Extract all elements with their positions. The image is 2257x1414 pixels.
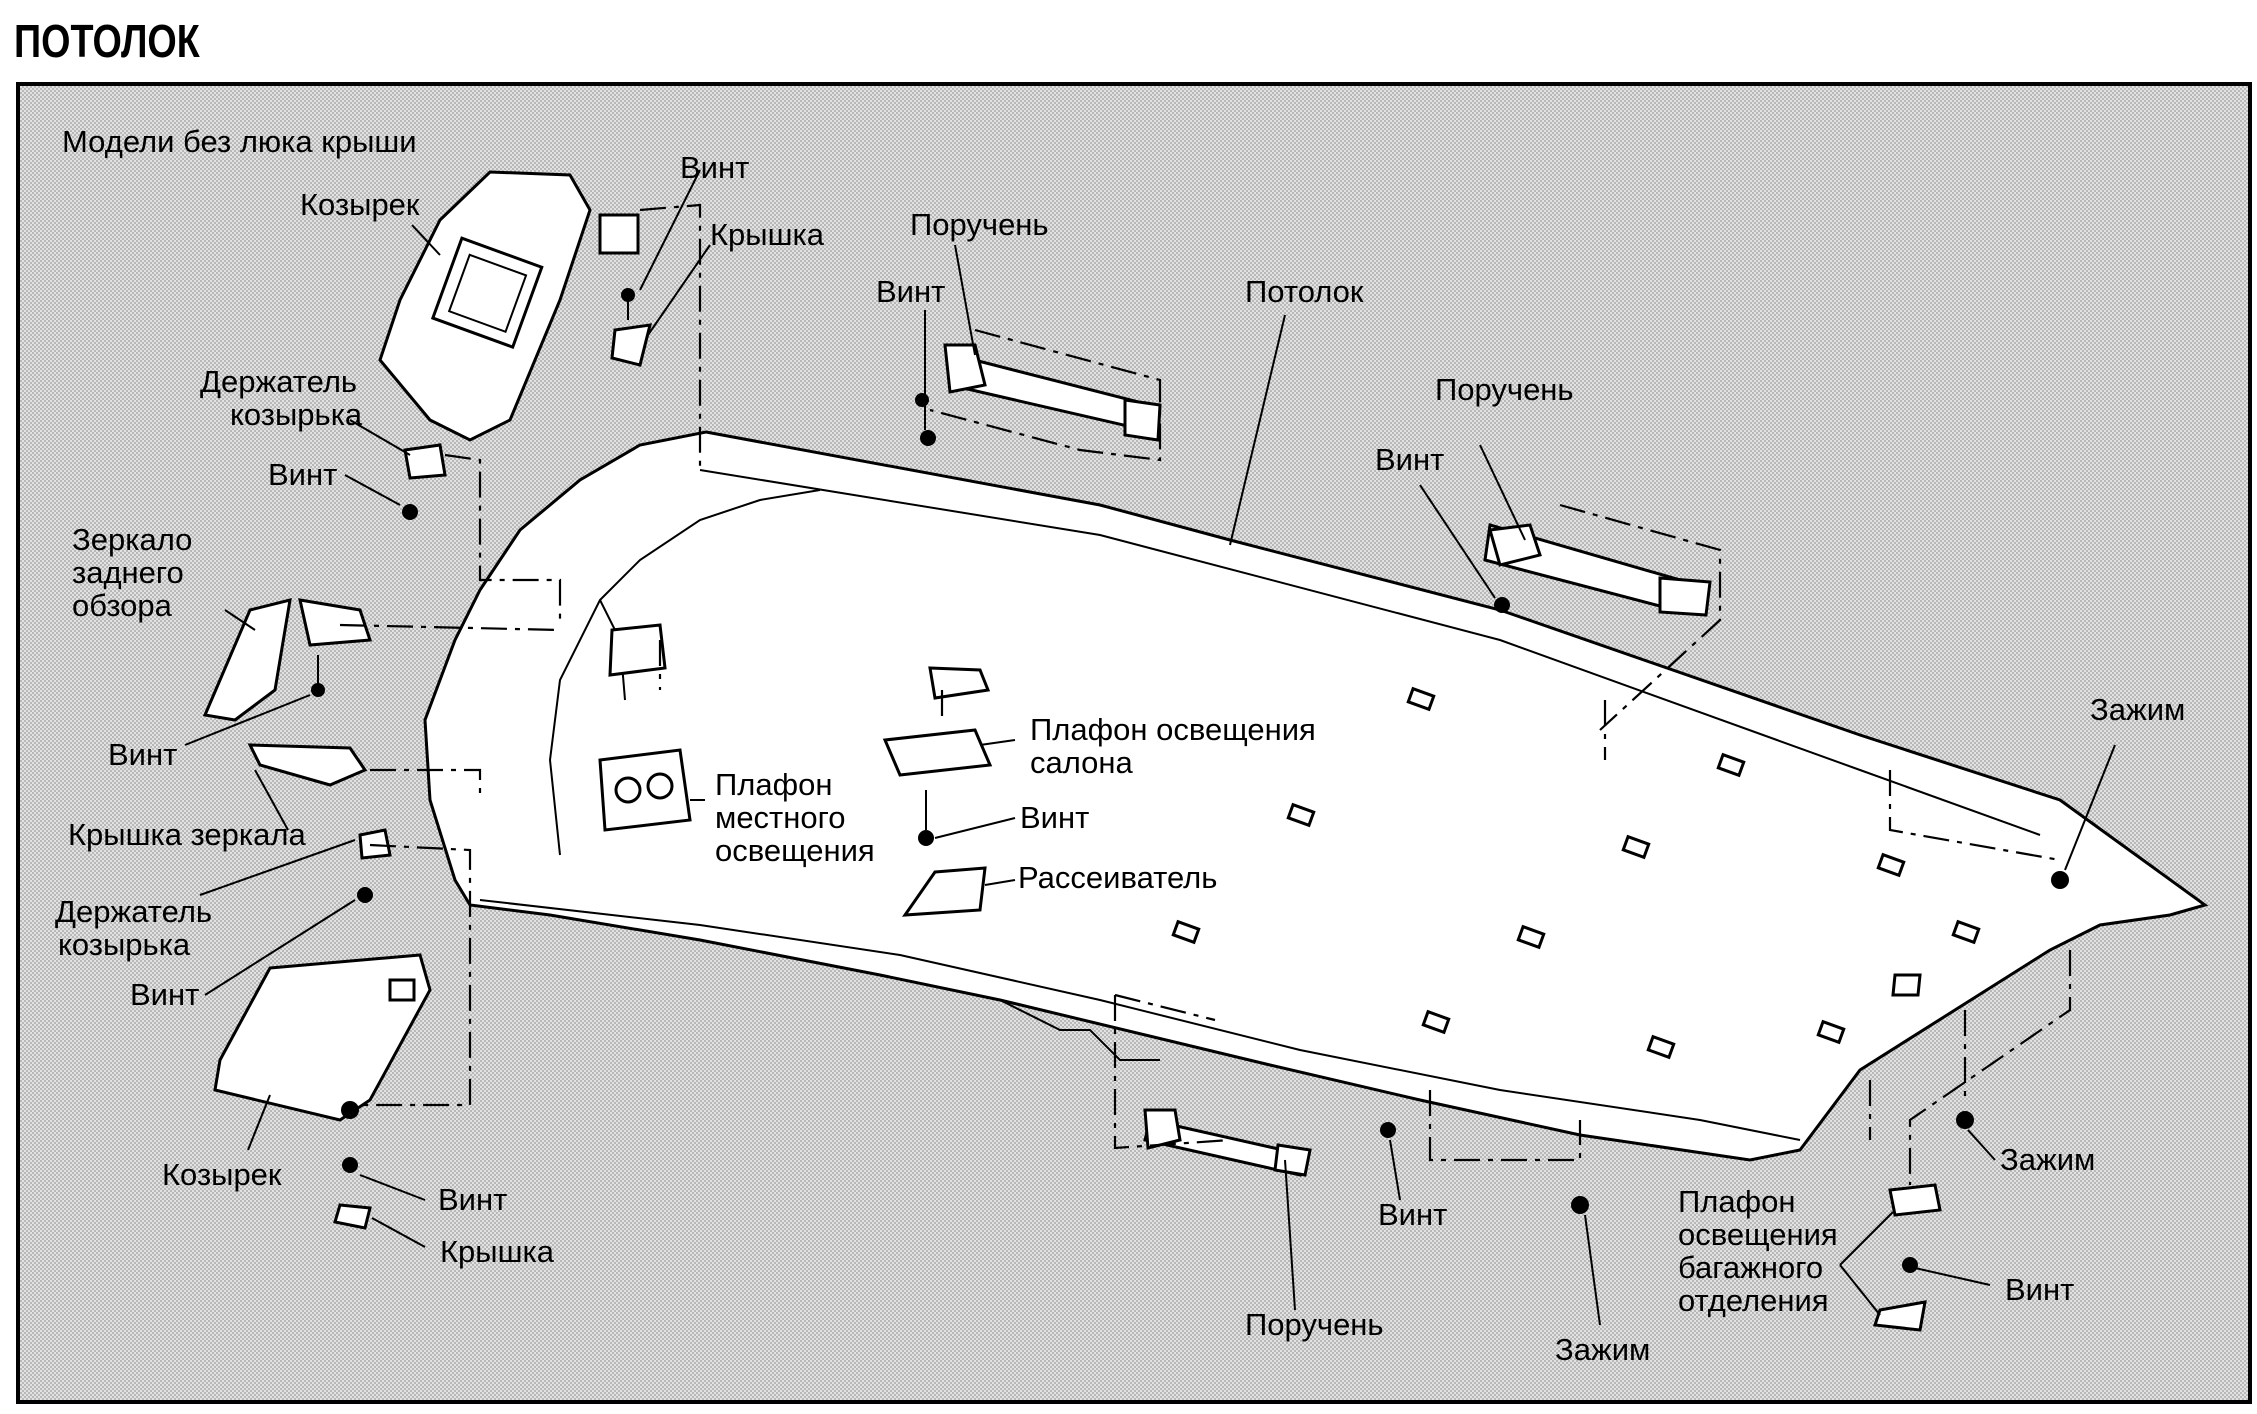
label-diffuser: Рассеиватель bbox=[1018, 860, 1217, 895]
label-screw-top: Винт bbox=[680, 150, 749, 185]
label-sun-visor-top: Козырек bbox=[300, 187, 420, 222]
label-screw-grip-rear: Винт bbox=[1375, 442, 1444, 477]
page-title: ПОТОЛОК bbox=[14, 15, 200, 67]
label-cover-bottom: Крышка bbox=[440, 1234, 555, 1269]
label-map-light-1: Плафон bbox=[715, 767, 832, 802]
label-screw-luggage: Винт bbox=[2005, 1272, 2074, 1307]
map-light bbox=[598, 623, 692, 832]
label-screw-grip-front: Винт bbox=[876, 274, 945, 309]
diagram-labels: Модели без люка крыши Козырек Винт Крышк… bbox=[55, 124, 2185, 1367]
label-headliner: Потолок bbox=[1245, 274, 1364, 309]
label-mirror-3: обзора bbox=[72, 588, 173, 623]
label-grip-rear: Поручень bbox=[1435, 372, 1574, 407]
label-mirror-2: заднего bbox=[72, 555, 184, 590]
label-visor-holder-top-2: козырька bbox=[230, 397, 363, 432]
visor-holder-top bbox=[402, 443, 447, 520]
label-screw-bottom-left: Винт bbox=[130, 977, 199, 1012]
label-screw-bottom: Винт bbox=[438, 1182, 507, 1217]
label-sun-visor-bottom: Козырек bbox=[162, 1157, 282, 1192]
label-grip-bottom: Поручень bbox=[1245, 1307, 1384, 1342]
label-mirror-cover: Крышка зеркала bbox=[68, 817, 306, 852]
assembly-lines bbox=[339, 203, 2072, 1185]
subtitle: Модели без люка крыши bbox=[62, 124, 417, 159]
label-mirror-1: Зеркало bbox=[72, 522, 192, 557]
label-visor-holder-bottom-1: Держатель bbox=[55, 894, 212, 929]
dome-light bbox=[882, 666, 993, 917]
label-map-light-2: местного bbox=[715, 800, 845, 835]
visor-holder-bottom bbox=[357, 828, 392, 903]
label-visor-holder-top-1: Держатель bbox=[200, 364, 357, 399]
label-visor-holder-bottom-2: козырька bbox=[58, 927, 191, 962]
label-dome-light-2: салона bbox=[1030, 745, 1134, 780]
label-screw-grip-bottom: Винт bbox=[1378, 1197, 1447, 1232]
grip-bottom bbox=[1113, 995, 1396, 1177]
label-screw-mirror: Винт bbox=[108, 737, 177, 772]
sun-visor-bottom bbox=[213, 953, 432, 1230]
headliner-panel bbox=[423, 430, 2209, 1162]
label-luggage-light-2: освещения bbox=[1678, 1217, 1838, 1252]
label-map-light-3: освещения bbox=[715, 833, 875, 868]
label-luggage-light-3: багажного bbox=[1678, 1250, 1823, 1285]
label-luggage-light-1: Плафон bbox=[1678, 1184, 1795, 1219]
label-clip-bottom: Зажим bbox=[1555, 1332, 1650, 1367]
grip-front bbox=[915, 328, 1162, 462]
label-clip-bottom-right: Зажим bbox=[2000, 1142, 2095, 1177]
luggage-light bbox=[1872, 973, 1942, 1332]
label-luggage-light-4: отделения bbox=[1678, 1283, 1829, 1318]
grip-rear bbox=[1483, 503, 1722, 731]
label-dome-light-1: Плафон освещения bbox=[1030, 712, 1316, 747]
label-grip-front: Поручень bbox=[910, 207, 1049, 242]
rear-view-mirror bbox=[202, 597, 373, 787]
label-screw-dome: Винт bbox=[1020, 800, 1089, 835]
label-cover-top: Крышка bbox=[710, 217, 825, 252]
clips bbox=[1571, 871, 2069, 1214]
sun-visor-top bbox=[378, 170, 652, 442]
label-clip-right: Зажим bbox=[2090, 692, 2185, 727]
label-screw-visor-holder: Винт bbox=[268, 457, 337, 492]
headliner-holes bbox=[1171, 686, 1981, 1060]
leader-lines bbox=[184, 169, 2116, 1326]
